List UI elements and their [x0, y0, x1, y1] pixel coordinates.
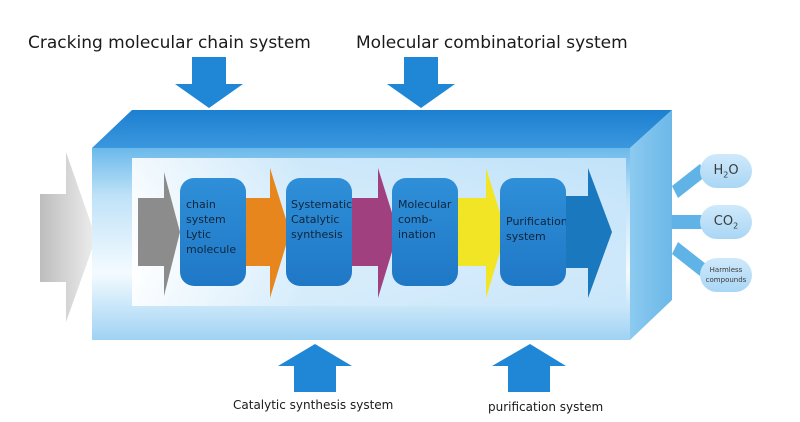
flow-arrow-gray — [138, 172, 180, 296]
stage-molecular-combination: Molecular comb- ination — [392, 178, 458, 286]
output-co2-main: CO — [713, 214, 734, 229]
stage-catalytic-synthesis: Systematic Catalytic synthesis — [286, 178, 352, 286]
top-arrow-right — [387, 57, 455, 108]
output-water-h: H — [713, 163, 724, 178]
output-harmless-line2: compounds — [705, 276, 747, 284]
output-connector-water — [672, 164, 706, 198]
output-co2-sub: 2 — [733, 221, 739, 231]
stage-line: Lytic — [186, 228, 212, 241]
label-catalytic-system: Catalytic synthesis system — [233, 398, 394, 412]
stage-line: synthesis — [291, 228, 343, 241]
stage-line: Catalytic — [291, 213, 340, 226]
chamber-top-face — [92, 110, 672, 148]
label-cracking-system: Cracking molecular chain system — [28, 33, 311, 53]
chamber-side-face — [630, 110, 672, 340]
output-co2: CO2 — [700, 205, 752, 239]
flow-arrow-yellow — [456, 168, 506, 298]
input-arrow — [40, 152, 96, 322]
stage-line: system — [506, 230, 546, 243]
output-connector-harmless — [672, 242, 706, 276]
stage-lytic-molecule: chain system Lytic molecule — [180, 178, 246, 286]
output-water-o: O — [728, 163, 739, 178]
output-water: H2O — [700, 154, 752, 188]
bottom-arrow-left — [278, 344, 352, 392]
stage-purification: Purification system — [500, 178, 566, 286]
stage-line: molecule — [186, 243, 237, 256]
label-combinatorial-system: Molecular combinatorial system — [356, 33, 628, 53]
label-purification-system: purification system — [488, 400, 604, 414]
bottom-arrow-right — [492, 344, 566, 392]
flow-arrow-exit — [566, 168, 612, 298]
output-harmless-line1: Harmless — [709, 266, 743, 274]
stage-line: ination — [398, 228, 436, 241]
stage-line: chain — [186, 198, 216, 211]
output-connector-co2 — [672, 215, 702, 229]
output-harmless-compounds: Harmless compounds — [700, 258, 752, 292]
stage-line: Systematic — [291, 198, 352, 211]
top-arrow-left — [175, 57, 243, 108]
stage-line: comb- — [398, 213, 433, 226]
stage-line: Molecular — [398, 198, 452, 211]
flow-arrow-orange — [244, 168, 290, 298]
stage-line: system — [186, 213, 226, 226]
flow-arrow-magenta — [350, 168, 398, 298]
output-water-sub: 2 — [723, 170, 729, 180]
stage-line: Purification — [506, 215, 566, 228]
